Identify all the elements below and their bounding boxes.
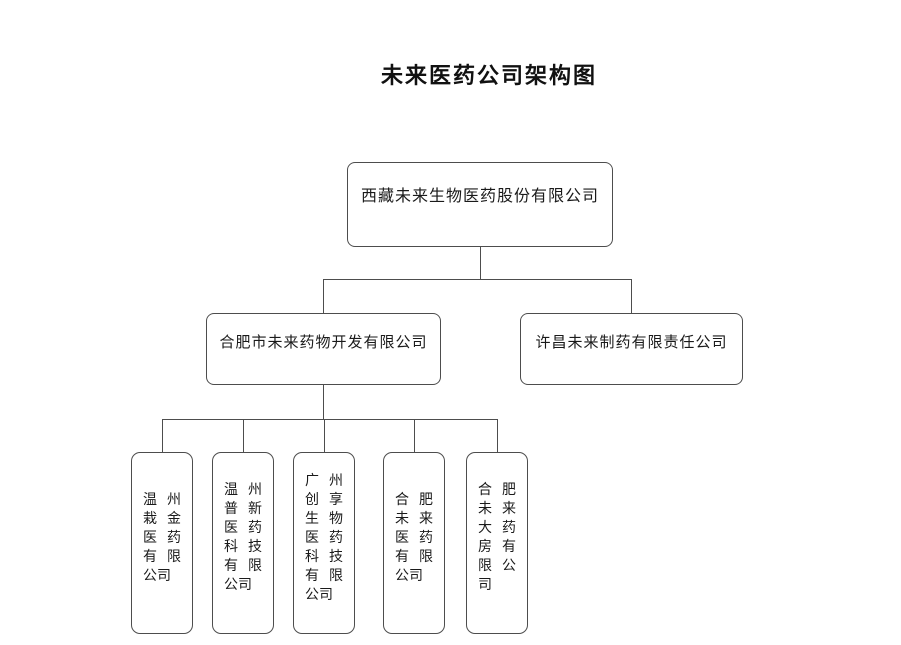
connector-level2-drop-right	[631, 279, 632, 313]
connector-level3-drop-4	[414, 419, 415, 452]
connector-root-stem	[480, 247, 481, 279]
org-node-guangzhou-chuangxiang-label: 广州创享生物医药科技有限公司	[305, 473, 343, 603]
connector-level2-drop-left	[323, 279, 324, 313]
org-node-hefei-development: 合肥市未来药物开发有限公司	[206, 313, 441, 385]
connector-level3-drop-2	[243, 419, 244, 452]
org-node-root: 西藏未来生物医药股份有限公司	[347, 162, 613, 247]
org-node-hefei-development-label: 合肥市未来药物开发有限公司	[219, 335, 428, 351]
org-node-root-label: 西藏未来生物医药股份有限公司	[360, 188, 599, 205]
org-node-hefei-future-pharma-label: 合肥未来医药有限公司	[395, 492, 433, 584]
org-node-guangzhou-chuangxiang: 广州创享生物医药科技有限公司	[293, 452, 355, 634]
org-node-hefei-future-pharmacy-label: 合肥未来大药房有限公司	[478, 483, 516, 593]
connector-level2-bar	[323, 279, 632, 280]
org-node-xuchang-pharma: 许昌未来制药有限责任公司	[520, 313, 743, 385]
org-node-hefei-future-pharmacy: 合肥未来大药房有限公司	[466, 452, 528, 634]
chart-title: 未来医药公司架构图	[381, 63, 598, 88]
org-node-wenzhou-zaijin: 温州栽金医药有限公司	[131, 452, 193, 634]
org-node-wenzhou-zaijin-label: 温州栽金医药有限公司	[143, 492, 181, 584]
org-node-wenzhou-puxin: 温州普新医药科技有限公司	[212, 452, 274, 634]
org-node-wenzhou-puxin-label: 温州普新医药科技有限公司	[224, 483, 262, 593]
org-node-hefei-future-pharma: 合肥未来医药有限公司	[383, 452, 445, 634]
connector-level3-drop-5	[497, 419, 498, 452]
connector-level3-bar	[162, 419, 498, 420]
org-node-xuchang-pharma-label: 许昌未来制药有限责任公司	[535, 335, 728, 351]
connector-level3-drop-3	[324, 419, 325, 452]
connector-level3-stem	[323, 385, 324, 419]
connector-level3-drop-1	[162, 419, 163, 452]
